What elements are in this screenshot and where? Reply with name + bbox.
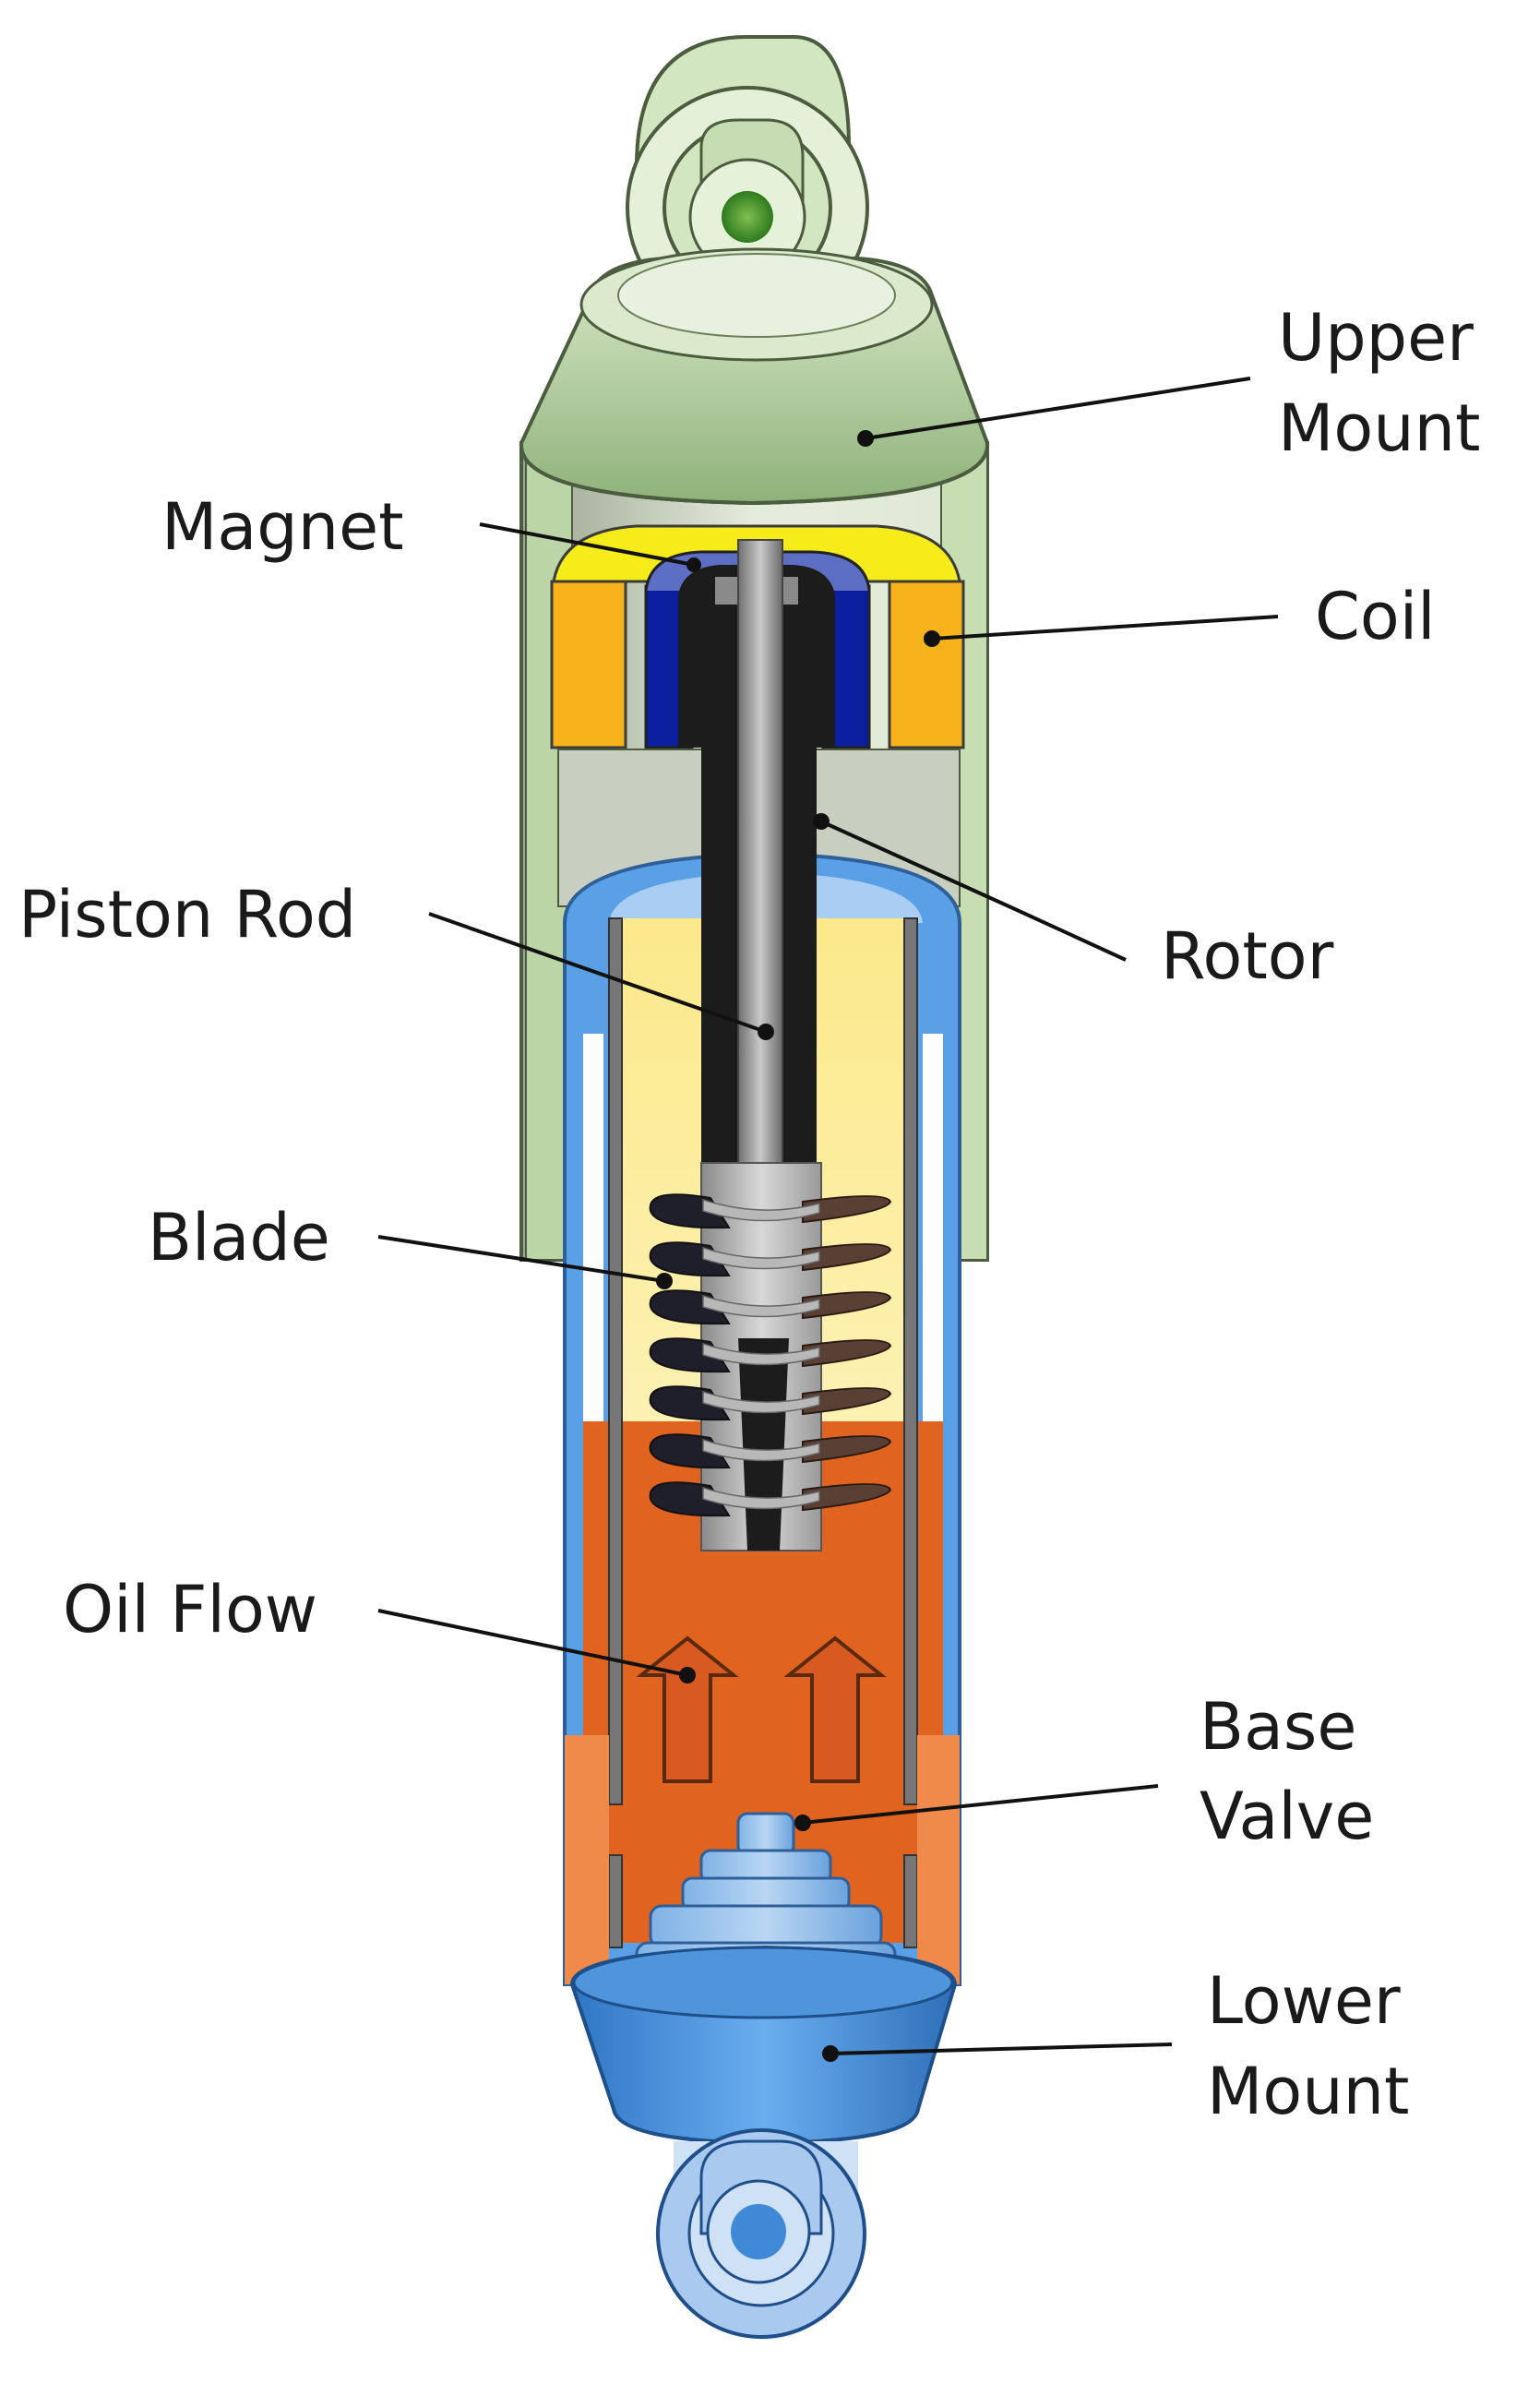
label-piston-rod: Piston Rod bbox=[18, 877, 356, 952]
oil-flow-arrows bbox=[636, 1635, 887, 1783]
blade-band bbox=[702, 1438, 820, 1462]
label-coil: Coil bbox=[1315, 579, 1436, 654]
leader-dot-oil-flow bbox=[679, 1667, 696, 1683]
leader-dot-coil bbox=[924, 630, 940, 647]
leader-upper-mount bbox=[865, 377, 1251, 440]
coil-right bbox=[888, 580, 965, 749]
leader-piston-rod bbox=[428, 912, 767, 1034]
blade-fin-right bbox=[802, 1243, 892, 1272]
upper-mount-cap bbox=[519, 247, 990, 506]
label-lower-mount-line2: Mount bbox=[1207, 2054, 1409, 2129]
label-blade: Blade bbox=[148, 1200, 330, 1276]
label-upper-mount-line1: Upper bbox=[1278, 300, 1474, 376]
blade-band bbox=[702, 1342, 820, 1366]
leader-lines bbox=[377, 377, 1279, 2062]
label-upper-mount-line2: Mount bbox=[1278, 390, 1480, 466]
blade-fin-right bbox=[802, 1483, 892, 1512]
leader-dot-piston-rod bbox=[758, 1024, 774, 1040]
label-base-valve-line2: Valve bbox=[1200, 1779, 1374, 1854]
leader-dot-lower-mount bbox=[822, 2045, 839, 2062]
blade-fin-right bbox=[802, 1291, 892, 1320]
blade-band bbox=[702, 1246, 820, 1270]
leader-rotor bbox=[820, 820, 1127, 962]
lower-mount bbox=[569, 1945, 958, 2340]
leader-coil bbox=[931, 615, 1279, 641]
blade-fin-right bbox=[802, 1339, 892, 1368]
blade-band bbox=[702, 1486, 820, 1510]
leader-blade bbox=[377, 1235, 665, 1283]
leader-magnet bbox=[479, 522, 695, 567]
leader-dot-magnet bbox=[686, 557, 701, 572]
leader-lower-mount bbox=[830, 2043, 1173, 2055]
leader-base-valve bbox=[802, 1784, 1159, 1825]
leader-dot-blade bbox=[656, 1273, 673, 1289]
label-rotor: Rotor bbox=[1161, 918, 1334, 994]
flow-arrow-right bbox=[783, 1635, 887, 1783]
leader-dot-upper-mount bbox=[857, 430, 874, 447]
leader-dot-base-valve bbox=[794, 1815, 811, 1831]
label-oil-flow: Oil Flow bbox=[63, 1572, 317, 1647]
blade-fin-right bbox=[802, 1435, 892, 1464]
blade-band bbox=[702, 1390, 820, 1414]
label-base-valve-line1: Base bbox=[1200, 1689, 1356, 1765]
blade-fin-right bbox=[802, 1387, 892, 1416]
flow-arrow-left bbox=[636, 1635, 739, 1783]
leader-dot-rotor bbox=[813, 813, 830, 830]
blade-band bbox=[702, 1294, 820, 1318]
coil-left bbox=[550, 580, 627, 749]
blade-band bbox=[702, 1198, 820, 1222]
label-magnet: Magnet bbox=[161, 489, 404, 565]
piston-rod bbox=[737, 539, 783, 1242]
labels: Upper Mount Magnet Coil Rotor Piston Rod… bbox=[18, 300, 1480, 2129]
blade-auger bbox=[649, 1162, 892, 1551]
label-lower-mount-line1: Lower bbox=[1207, 1963, 1401, 2039]
leader-oil-flow bbox=[377, 1609, 688, 1677]
blade-fin-right bbox=[802, 1195, 892, 1224]
